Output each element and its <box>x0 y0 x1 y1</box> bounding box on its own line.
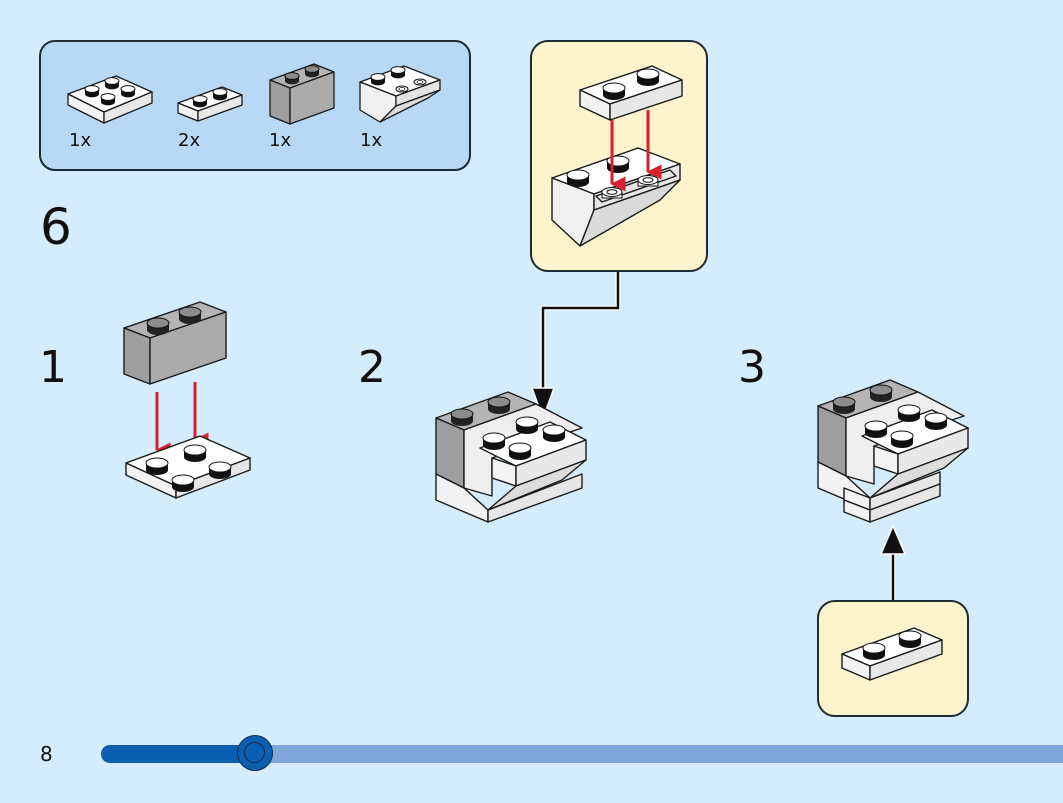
step-number: 6 <box>40 198 72 256</box>
callout-connector-arrow-icon <box>530 272 621 421</box>
progress-slider-handle[interactable] <box>237 735 273 771</box>
progress-fill <box>101 745 255 763</box>
part-2x2-plate-image <box>67 75 153 124</box>
part-quantity: 1x <box>269 130 292 151</box>
part-quantity: 1x <box>69 130 92 151</box>
page-number: 8 <box>40 742 53 766</box>
callout-illustration <box>551 65 683 247</box>
callout-1x2-plate-image <box>841 627 943 681</box>
handle-ring-icon <box>244 742 265 763</box>
substep-number: 3 <box>738 342 766 393</box>
part-1x2-brick-gray-image <box>269 63 335 125</box>
part-quantity: 2x <box>178 130 201 151</box>
substep-number: 1 <box>39 342 67 393</box>
part-1x2-plate-image <box>177 86 243 122</box>
progress-track[interactable] <box>101 745 1063 763</box>
up-arrow-icon <box>879 524 907 602</box>
substep-2-illustration <box>435 391 587 523</box>
substep-1-illustration <box>123 301 251 499</box>
part-inverted-slope-image <box>359 65 441 123</box>
substep-number: 2 <box>358 342 386 393</box>
studs <box>84 77 136 106</box>
substep-3-illustration <box>817 379 969 523</box>
part-quantity: 1x <box>360 130 383 151</box>
